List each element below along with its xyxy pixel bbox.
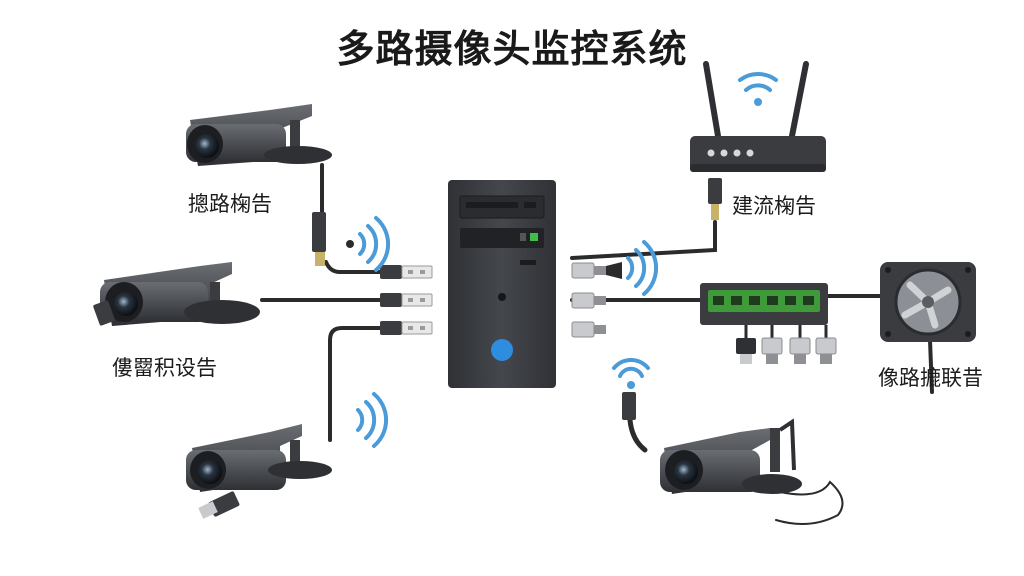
power-button-icon <box>491 339 513 361</box>
usb-plug-1 <box>380 265 433 279</box>
wifi-router <box>690 61 826 220</box>
label-camera-top: 摠路椈告 <box>188 192 272 216</box>
computer-tower <box>448 180 556 388</box>
usb-plug-right <box>571 292 606 309</box>
cables <box>260 163 934 525</box>
wifi-near-router-plug <box>626 240 659 296</box>
cable-display-power <box>928 338 934 394</box>
fan-device <box>880 262 976 342</box>
wifi-signal-icon <box>346 72 778 448</box>
label-display-device: 像路摝联昔 <box>878 366 983 390</box>
cable-camera-top-usb <box>324 260 382 274</box>
cable-bottom-cam-loose <box>775 480 844 525</box>
rj45-plug-1 <box>571 262 622 279</box>
usb-plug-2 <box>380 293 433 307</box>
cable-router <box>570 220 717 260</box>
wifi-router-top <box>738 72 778 106</box>
cable-camera-bottom <box>328 326 382 442</box>
camera-bottom-left <box>186 424 332 519</box>
wifi-near-camera-top <box>346 216 391 272</box>
label-camera-middle: 僂罶积设告 <box>112 356 217 380</box>
camera-bottom-right <box>622 392 802 494</box>
cable-bottom-camera <box>627 417 648 453</box>
rj45-plug-2 <box>571 321 606 338</box>
label-router: 建流椈告 <box>732 194 816 218</box>
camera-top <box>186 104 332 266</box>
wifi-near-bottom-left-cam <box>356 392 389 448</box>
network-switch <box>700 283 837 364</box>
camera-middle <box>93 262 260 326</box>
usb-plug-3 <box>380 321 433 335</box>
diagram-title: 多路摄像头监控系统 <box>336 27 688 71</box>
wifi-near-bottom-cam <box>612 357 650 389</box>
